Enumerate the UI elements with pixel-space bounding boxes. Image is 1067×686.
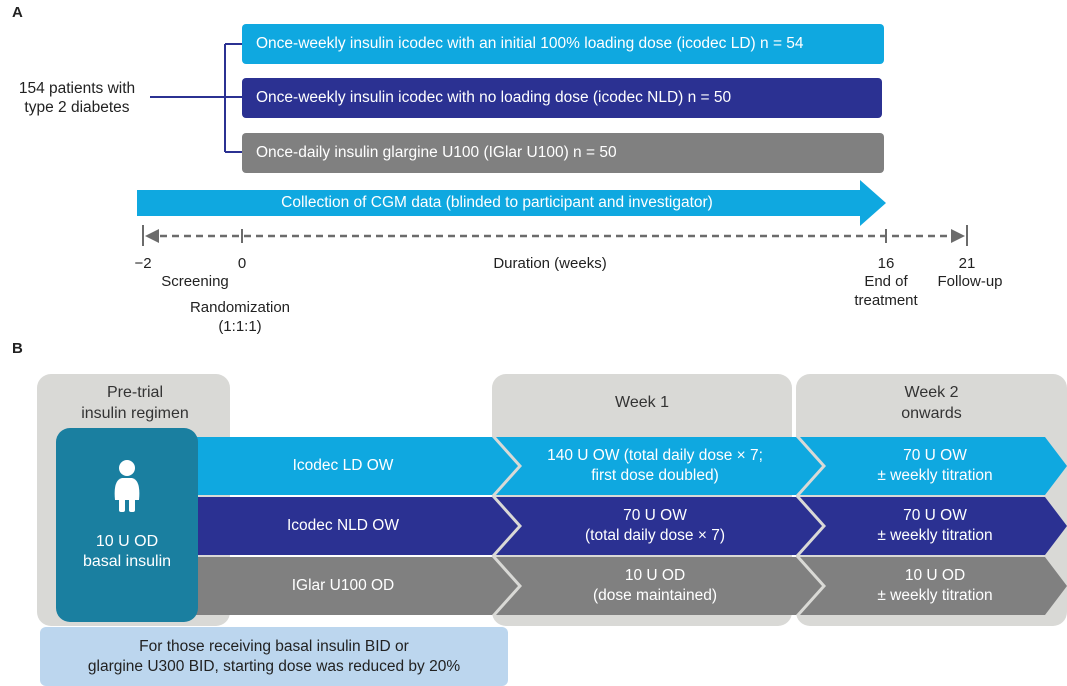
- tick-caption-randomization: Randomization (1:1:1): [189, 299, 291, 335]
- footnote-box: [40, 627, 508, 686]
- week2-header: Week 2 onwards: [901, 384, 962, 422]
- week1-icodec-ld: 140 U OW (total daily dose × 7; first do…: [547, 447, 763, 484]
- footnote-text: For those receiving basal insulin BID or…: [87, 638, 461, 675]
- timeline: [142, 225, 968, 246]
- population-bracket: [150, 43, 242, 153]
- week1-header: Week 1: [615, 394, 669, 411]
- week1-icodec-nld: 70 U OW (total daily dose × 7): [584, 507, 725, 544]
- tick-caption-followup: Follow-up: [937, 273, 1003, 290]
- pretrial-header: Pre-trial insulin regimen: [81, 384, 189, 422]
- panel-b-label: B: [12, 340, 23, 357]
- row-label-iglar: IGlar U100 OD: [291, 577, 395, 594]
- week2-icodec-ld: 70 U OW ± weekly titration: [877, 447, 993, 484]
- arm-icodec-nld: Once-weekly insulin icodec with no loadi…: [242, 78, 882, 118]
- tick-value-followup: 21: [958, 255, 976, 272]
- tick-value-end: 16: [877, 255, 895, 272]
- timeline-axis-label: Duration (weeks): [493, 255, 607, 272]
- row-label-icodec-nld: Icodec NLD OW: [287, 517, 399, 534]
- row-icodec-nld-shapes: [190, 497, 1067, 555]
- week2-iglar: 10 U OD ± weekly titration: [877, 567, 993, 604]
- tick-caption-screening: Screening: [161, 273, 229, 290]
- panel-a-label: A: [12, 4, 23, 21]
- person-icon: [114, 460, 140, 512]
- row-label-icodec-ld: Icodec LD OW: [292, 457, 394, 474]
- pretrial-dose: 10 U OD basal insulin: [82, 533, 172, 570]
- population-label: 154 patients with type 2 diabetes: [18, 80, 136, 116]
- week1-iglar: 10 U OD (dose maintained): [592, 567, 718, 604]
- arm-iglar: Once-daily insulin glargine U100 (IGlar …: [242, 133, 884, 173]
- row-icodec-ld-shapes: [190, 437, 1067, 495]
- tick-caption-end: End of treatment: [854, 273, 918, 309]
- row-iglar-shapes: [190, 557, 1067, 615]
- cgm-arrow-label: Collection of CGM data (blinded to parti…: [281, 194, 713, 211]
- arm-icodec-ld: Once-weekly insulin icodec with an initi…: [242, 24, 884, 64]
- tick-value-randomization: 0: [237, 255, 247, 272]
- patient-box: [56, 428, 198, 622]
- week2-icodec-nld: 70 U OW ± weekly titration: [877, 507, 993, 544]
- tick-value-screening: −2: [134, 255, 152, 272]
- cgm-arrow-shape: [137, 180, 886, 226]
